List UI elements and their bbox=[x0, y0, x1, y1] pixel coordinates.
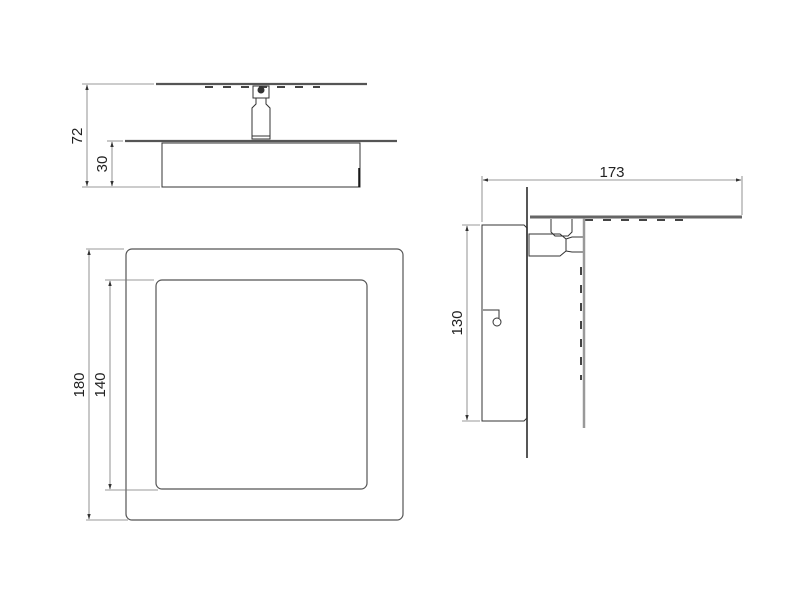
hook-ring bbox=[492, 317, 502, 327]
dim-side-height: 130 bbox=[449, 310, 466, 335]
side-profile-view: 173 130 bbox=[449, 164, 743, 458]
hook-detail bbox=[483, 309, 500, 318]
swivel-pivot bbox=[257, 86, 265, 94]
base-box bbox=[161, 142, 361, 188]
front-elevation-view: 180 140 bbox=[71, 248, 404, 521]
swivel-joint bbox=[252, 85, 270, 99]
dim-total-height: 72 bbox=[69, 128, 86, 145]
dim-outer-size: 180 bbox=[71, 372, 88, 397]
dim-inner-size: 140 bbox=[92, 372, 109, 397]
inner-panel bbox=[155, 279, 368, 490]
stem bbox=[251, 98, 271, 140]
side-stem bbox=[528, 233, 567, 257]
side-base-box bbox=[481, 224, 528, 422]
dim-base-height: 30 bbox=[94, 156, 111, 173]
side-elevation-view: 72 30 bbox=[69, 82, 397, 188]
dim-depth: 173 bbox=[599, 164, 624, 181]
side-connector bbox=[550, 219, 573, 237]
outer-frame bbox=[125, 248, 404, 521]
